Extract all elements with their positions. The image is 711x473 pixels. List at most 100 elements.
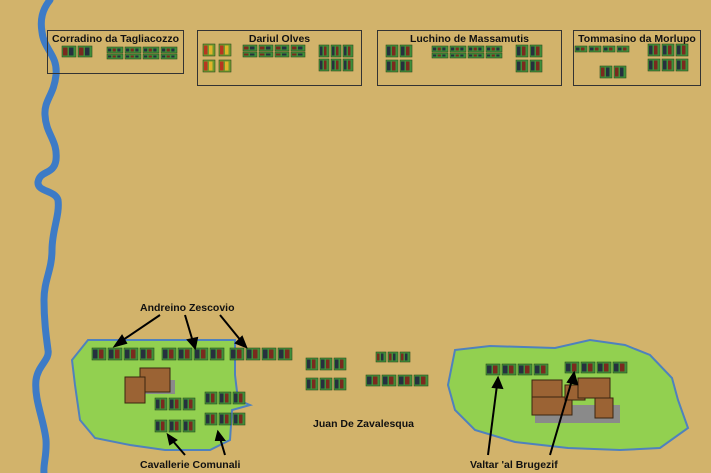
commander-box-corradino[interactable]: Corradino da Tagliacozzo	[47, 30, 184, 74]
unit-counter[interactable]	[261, 347, 277, 361]
unit-counter[interactable]	[342, 58, 354, 72]
unit-counter[interactable]	[661, 43, 675, 57]
unit-counter[interactable]	[467, 52, 485, 59]
unit-counter[interactable]	[399, 44, 413, 58]
unit-counter[interactable]	[274, 44, 290, 52]
unit-counter[interactable]	[515, 59, 529, 73]
unit-counter[interactable]	[106, 53, 124, 60]
unit-counter[interactable]	[123, 347, 139, 361]
unit-counter[interactable]	[318, 44, 330, 58]
unit-counter[interactable]	[385, 44, 399, 58]
unit-counter[interactable]	[218, 412, 232, 426]
unit-counter[interactable]	[202, 59, 216, 73]
unit-counter[interactable]	[258, 44, 274, 52]
unit-counter[interactable]	[574, 45, 588, 53]
unit-counter[interactable]	[245, 347, 261, 361]
unit-counter[interactable]	[229, 347, 245, 361]
unit-counter[interactable]	[612, 361, 628, 374]
unit-counter[interactable]	[501, 363, 517, 376]
unit-counter[interactable]	[139, 347, 155, 361]
unit-counter[interactable]	[602, 45, 616, 53]
unit-counter[interactable]	[529, 44, 543, 58]
unit-counter[interactable]	[385, 59, 399, 73]
commander-box-luchino[interactable]: Luchino de Massamutis	[377, 30, 562, 86]
unit-counter[interactable]	[232, 412, 246, 426]
unit-counter[interactable]	[124, 53, 142, 60]
unit-counter[interactable]	[675, 43, 689, 57]
unit-counter[interactable]	[154, 419, 168, 433]
commander-box-dariul[interactable]: Dariul Olves	[197, 30, 362, 86]
unit-counter[interactable]	[675, 58, 689, 72]
unit-counter[interactable]	[142, 53, 160, 60]
unit-counter[interactable]	[61, 45, 77, 58]
unit-counter[interactable]	[106, 46, 124, 54]
unit-counter[interactable]	[387, 351, 399, 363]
unit-counter[interactable]	[160, 46, 178, 54]
unit-counter[interactable]	[124, 46, 142, 54]
unit-counter[interactable]	[515, 44, 529, 58]
unit-counter[interactable]	[319, 377, 333, 391]
unit-counter[interactable]	[564, 361, 580, 374]
unit-counter[interactable]	[431, 52, 449, 59]
unit-counter[interactable]	[342, 44, 354, 58]
unit-counter[interactable]	[154, 397, 168, 411]
unit-counter[interactable]	[305, 357, 319, 371]
unit-counter[interactable]	[449, 45, 467, 53]
unit-counter[interactable]	[616, 45, 630, 53]
unit-counter[interactable]	[599, 65, 613, 79]
unit-counter[interactable]	[160, 53, 178, 60]
unit-counter[interactable]	[485, 52, 503, 59]
unit-counter[interactable]	[218, 391, 232, 405]
unit-counter[interactable]	[399, 59, 413, 73]
unit-counter[interactable]	[613, 65, 627, 79]
unit-counter[interactable]	[517, 363, 533, 376]
unit-counter[interactable]	[91, 347, 107, 361]
unit-counter[interactable]	[647, 43, 661, 57]
unit-counter[interactable]	[397, 374, 413, 387]
unit-counter[interactable]	[193, 347, 209, 361]
unit-counter[interactable]	[218, 43, 232, 57]
unit-counter[interactable]	[202, 43, 216, 57]
unit-counter[interactable]	[381, 374, 397, 387]
unit-counter[interactable]	[232, 391, 246, 405]
unit-counter[interactable]	[365, 374, 381, 387]
unit-counter[interactable]	[209, 347, 225, 361]
unit-counter[interactable]	[182, 419, 196, 433]
unit-counter[interactable]	[431, 45, 449, 53]
unit-counter[interactable]	[318, 58, 330, 72]
unit-counter[interactable]	[204, 391, 218, 405]
unit-counter[interactable]	[580, 361, 596, 374]
unit-counter[interactable]	[177, 347, 193, 361]
unit-counter[interactable]	[305, 377, 319, 391]
unit-counter[interactable]	[330, 44, 342, 58]
unit-counter[interactable]	[277, 347, 293, 361]
unit-counter[interactable]	[290, 51, 306, 58]
unit-counter[interactable]	[258, 51, 274, 58]
unit-counter[interactable]	[161, 347, 177, 361]
unit-counter[interactable]	[529, 59, 543, 73]
unit-counter[interactable]	[319, 357, 333, 371]
unit-counter[interactable]	[485, 363, 501, 376]
unit-counter[interactable]	[467, 45, 485, 53]
unit-counter[interactable]	[274, 51, 290, 58]
unit-counter[interactable]	[399, 351, 411, 363]
unit-counter[interactable]	[375, 351, 387, 363]
unit-counter[interactable]	[647, 58, 661, 72]
commander-box-tommasino[interactable]: Tommasino da Morlupo	[573, 30, 701, 86]
unit-counter[interactable]	[449, 52, 467, 59]
unit-counter[interactable]	[485, 45, 503, 53]
unit-counter[interactable]	[204, 412, 218, 426]
unit-counter[interactable]	[413, 374, 429, 387]
unit-counter[interactable]	[142, 46, 160, 54]
unit-counter[interactable]	[330, 58, 342, 72]
unit-counter[interactable]	[168, 419, 182, 433]
unit-counter[interactable]	[588, 45, 602, 53]
unit-counter[interactable]	[290, 44, 306, 52]
unit-counter[interactable]	[182, 397, 196, 411]
unit-counter[interactable]	[533, 363, 549, 376]
unit-counter[interactable]	[242, 51, 258, 58]
unit-counter[interactable]	[107, 347, 123, 361]
unit-counter[interactable]	[333, 357, 347, 371]
unit-counter[interactable]	[596, 361, 612, 374]
unit-counter[interactable]	[168, 397, 182, 411]
